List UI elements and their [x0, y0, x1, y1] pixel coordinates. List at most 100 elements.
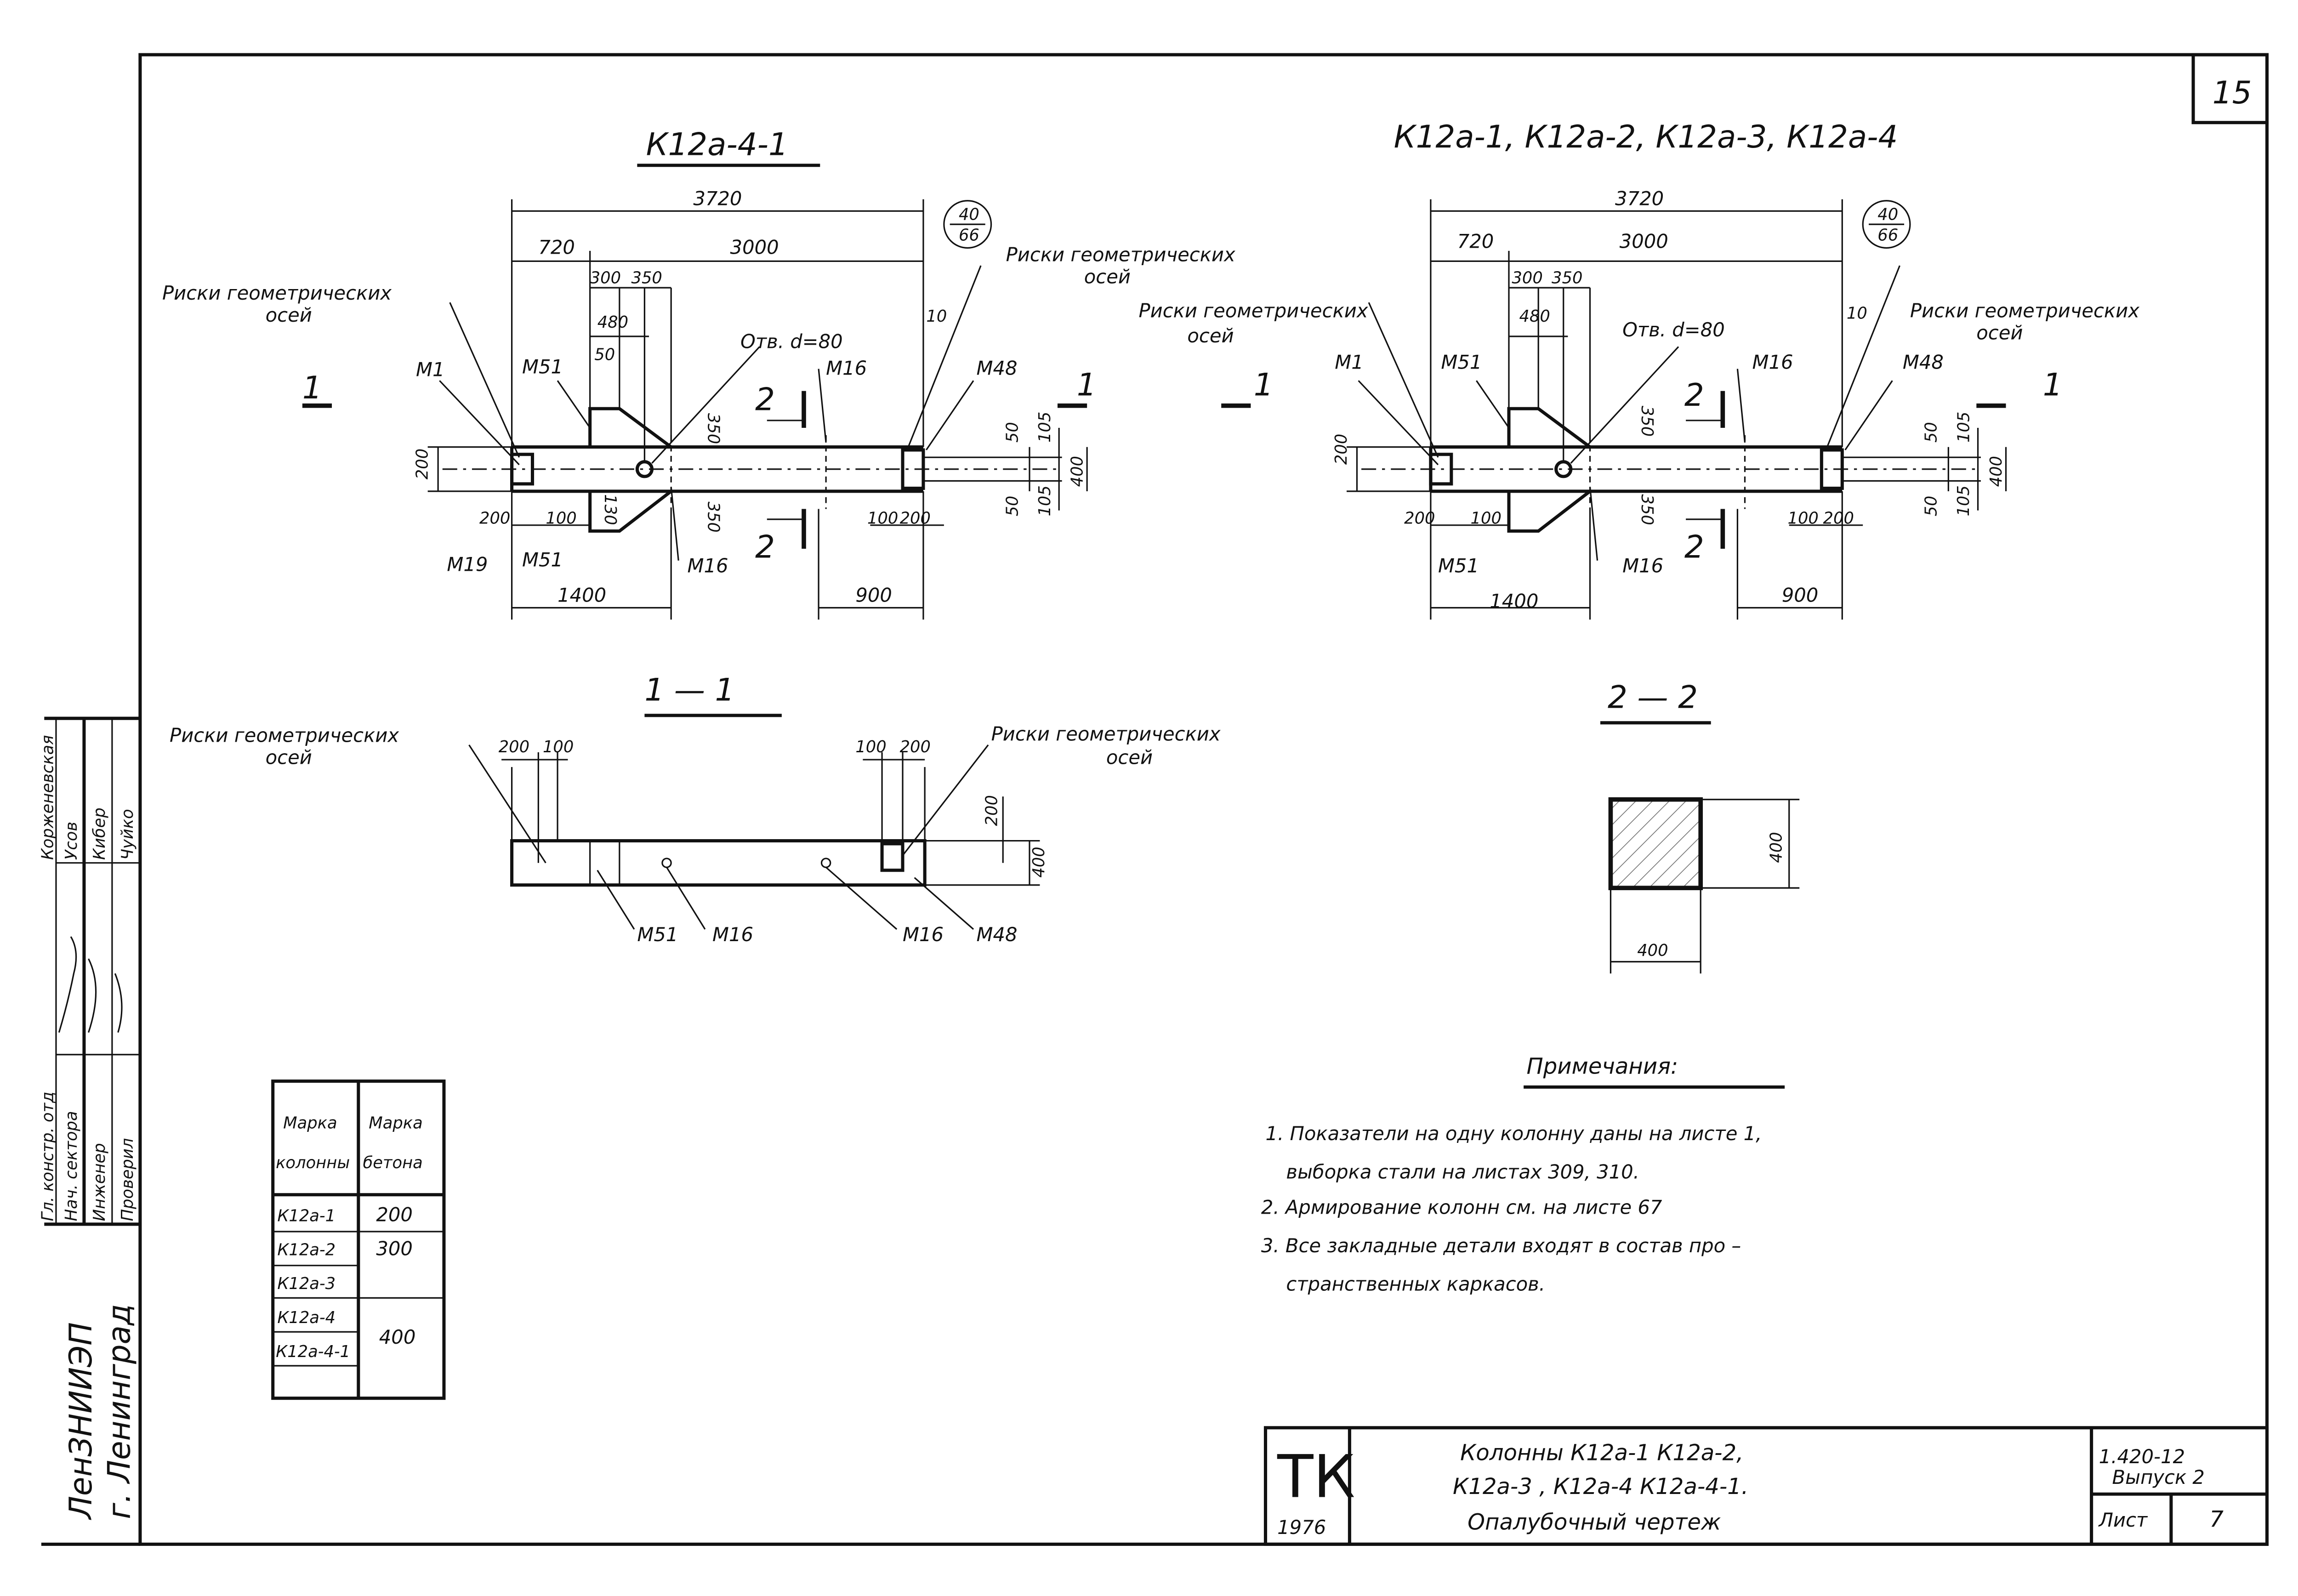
dim-label: 720: [538, 236, 575, 258]
dim-label: 50: [1922, 422, 1941, 443]
stamp-name: Усов: [62, 822, 81, 860]
part-label: М51: [1438, 554, 1479, 577]
axis-marks-label: осей: [266, 304, 312, 326]
dim-label: 480: [1519, 307, 1550, 326]
part-label: М48: [976, 357, 1017, 379]
right-plan-view: К12а-1, К12а-2, К12а-3, К12а-4 3720 720 …: [1138, 119, 2140, 619]
table-cell: К12а-4-1: [276, 1342, 350, 1361]
section-mark: 1: [2043, 366, 2063, 403]
axis-marks-label: осей: [1084, 265, 1131, 288]
part-label: М48: [976, 923, 1017, 946]
axis-marks-label: осей: [266, 746, 312, 769]
org-code: ТК: [1277, 1443, 1355, 1511]
dim-label: 200: [413, 449, 432, 479]
dim-label: 300: [1512, 268, 1542, 287]
dim-label: 350: [631, 268, 662, 287]
table-cell: К12а-3: [277, 1274, 336, 1293]
dim-label: 105: [1035, 412, 1054, 443]
callout-bottom: 66: [959, 226, 979, 244]
dim-label: 200: [1404, 509, 1435, 528]
axis-marks-label: осей: [1976, 321, 2023, 344]
sheet-frame: [138, 53, 2269, 1546]
dim-label: 350: [704, 413, 722, 444]
drawing-title-line: Колонны К12а-1 К12а-2,: [1460, 1440, 1743, 1465]
issue-number: Выпуск 2: [2112, 1466, 2205, 1488]
axis-marks-label: Риски геометрических: [1006, 243, 1236, 266]
note-line: 3. Все закладные детали входят в состав …: [1261, 1234, 1741, 1257]
callout-bottom: 66: [1877, 226, 1898, 244]
dim-label: 400: [1767, 832, 1786, 863]
axis-marks-label: осей: [1187, 324, 1234, 347]
hole-label: Отв. d=80: [740, 330, 843, 353]
dim-label: 200: [1332, 434, 1351, 465]
dim-label: 350: [1638, 494, 1656, 525]
dim-label: 50: [594, 345, 615, 364]
dim-label: 900: [1782, 584, 1819, 607]
dim-label: 105: [1035, 485, 1054, 516]
dim-label: 200: [982, 795, 1001, 826]
dim-label: 3720: [1615, 187, 1664, 210]
concrete-grade-table: Марка колонны Марка бетона К12а-1 К12а-2…: [271, 1079, 446, 1400]
dim-label: 50: [1003, 496, 1022, 517]
axis-marks-label: Риски геометрических: [991, 722, 1221, 745]
stamp-name: Чуйко: [118, 809, 137, 860]
title-block: ТК 1976 Колонны К12а-1 К12а-2, К12а-3 , …: [1263, 1426, 2269, 1546]
table-header: Марка: [283, 1113, 337, 1132]
drawing-title-line: Опалубочный чертеж: [1468, 1509, 1721, 1535]
notes-title: Примечания:: [1527, 1054, 1678, 1079]
part-label: М51: [522, 549, 563, 571]
part-label: М1: [416, 358, 445, 381]
note-line: 1. Показатели на одну колонну даны на ли…: [1265, 1122, 1762, 1145]
left-plan-view: К12а-4-1 3720 720 3000 300 350 480 50 10…: [162, 126, 1236, 619]
sheet-number-box: [2191, 53, 2269, 125]
table-cell: 200: [376, 1204, 413, 1226]
dim-label: 400: [1987, 456, 2006, 487]
city-label: г. Ленинград: [101, 1304, 137, 1519]
section-2-2: 2 — 2 400 400: [1600, 679, 1800, 974]
dim-label: 200: [900, 509, 931, 528]
part-label: М16: [1752, 351, 1793, 374]
dim-label: 350: [1552, 268, 1582, 287]
drawing-title-line: К12а-3 , К12а-4 К12а-4-1.: [1453, 1474, 1748, 1499]
dim-label: 100: [1788, 509, 1819, 528]
notes: Примечания: 1. Показатели на одну колонн…: [1261, 1054, 1785, 1295]
table-cell: К12а-1: [277, 1207, 336, 1226]
part-label: М16: [903, 923, 944, 946]
dim-label: 400: [1030, 846, 1048, 877]
sheet-value: 7: [2209, 1506, 2224, 1532]
dim-label: 200: [900, 738, 931, 756]
hole-label: Отв. d=80: [1622, 318, 1725, 341]
year: 1976: [1277, 1516, 1326, 1539]
dim-label: 10: [926, 307, 947, 326]
section-1-1: 1 — 1 Риски геометрических осей Риски ге…: [170, 672, 1221, 946]
table-header: колонны: [276, 1153, 350, 1172]
dim-label: 100: [855, 738, 886, 756]
dim-label: 400: [1637, 941, 1668, 960]
section-mark: 1: [1077, 366, 1097, 403]
sheet-label: Лист: [2098, 1509, 2148, 1531]
dim-label: 300: [590, 268, 621, 287]
section-mark: 2: [755, 528, 775, 565]
note-line: выборка стали на листах 309, 310.: [1286, 1160, 1639, 1183]
series-number: 1.420-12: [2099, 1445, 2185, 1468]
dim-label: 400: [1068, 456, 1087, 487]
dim-label: 100: [543, 738, 574, 756]
section-mark: 2: [1684, 528, 1704, 565]
part-label: М1: [1335, 351, 1364, 374]
dim-label: 900: [855, 584, 892, 607]
axis-marks-label: Риски геометрических: [1138, 299, 1368, 322]
dim-label: 100: [1471, 509, 1502, 528]
table-cell: 400: [379, 1326, 416, 1348]
dim-label: 720: [1457, 230, 1494, 252]
section-mark: 1: [302, 369, 322, 406]
dim-label: 480: [597, 313, 628, 332]
dim-label: 3000: [730, 236, 779, 258]
dim-label: 100: [867, 509, 898, 528]
part-label: М16: [712, 923, 753, 946]
dim-label: 3720: [693, 187, 742, 210]
axis-marks-label: Риски геометрических: [1910, 299, 2140, 322]
part-label: М51: [1441, 351, 1482, 374]
axis-marks-label: Риски геометрических: [170, 724, 399, 747]
dim-label: 350: [1638, 406, 1656, 437]
sheet-number: 15: [2213, 74, 2252, 111]
